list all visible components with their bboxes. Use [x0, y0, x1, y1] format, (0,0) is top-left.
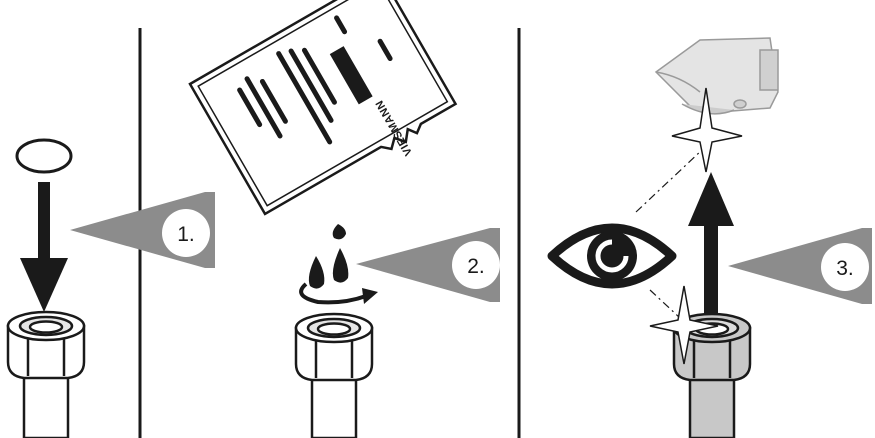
panel-step-1: 1. [6, 138, 215, 438]
droplet-icon [308, 256, 325, 289]
fitting-1 [6, 310, 86, 438]
fitting-2 [294, 312, 374, 438]
sparkle-icon [671, 87, 743, 173]
arrow-up-icon [688, 172, 734, 314]
step-number-2: 2. [467, 255, 485, 278]
sight-lines [635, 149, 703, 319]
step-callout-3: 3. [728, 228, 872, 304]
eye-icon [547, 223, 677, 289]
droplet-icon [332, 224, 346, 240]
arrow-down-icon [20, 182, 68, 312]
step-callout-2: 2. [356, 228, 500, 302]
step-callout-1: 1. [70, 192, 215, 268]
sparkle-icon [649, 285, 719, 365]
panel-step-2: VIESMANN 2. [188, 0, 500, 438]
step-number-1: 1. [177, 223, 195, 246]
panel-step-3: 3. [547, 37, 872, 438]
device-housing [654, 37, 779, 115]
droplet-icon [332, 248, 349, 283]
rotate-arrow-icon [299, 282, 378, 305]
sealant-packet: VIESMANN [188, 0, 458, 216]
o-ring-icon [15, 138, 73, 174]
step-number-3: 3. [836, 257, 854, 280]
